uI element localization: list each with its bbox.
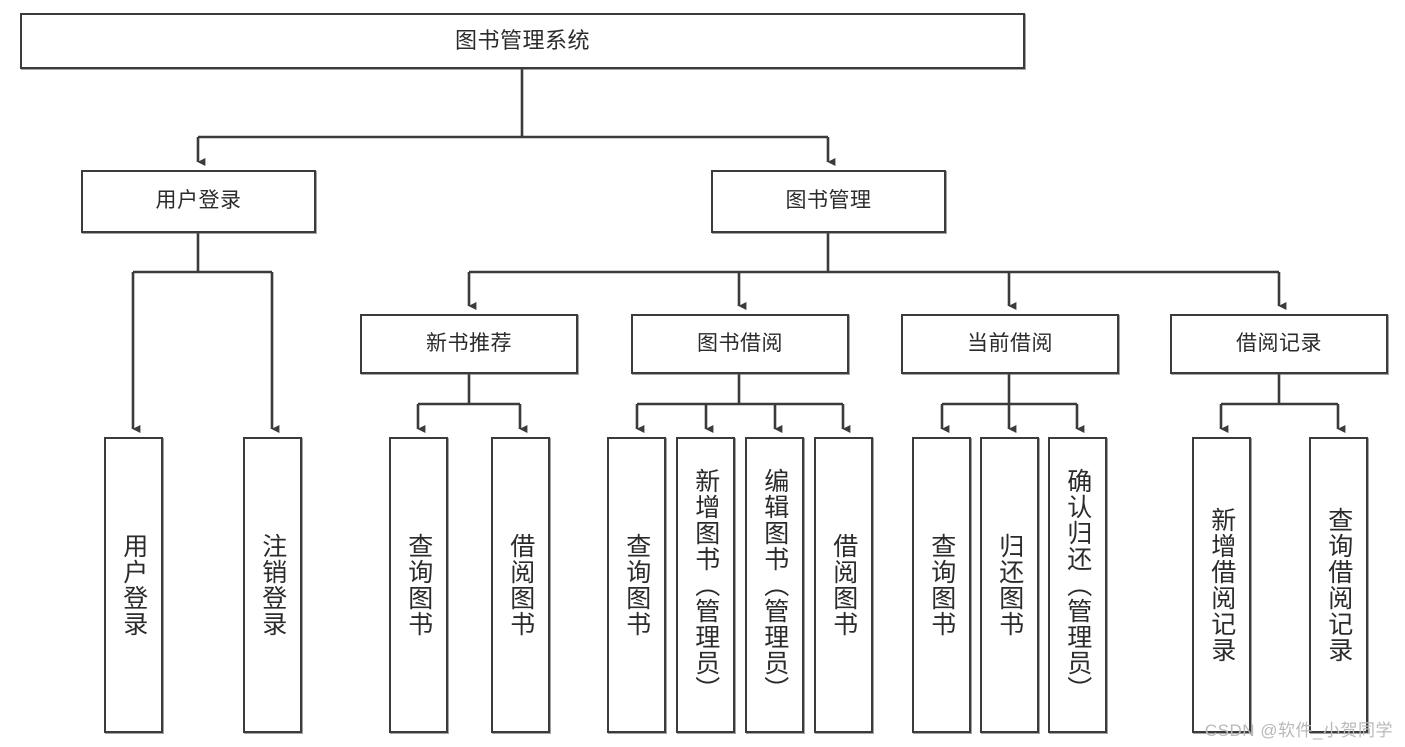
node-label: 查询图书 xyxy=(622,533,651,637)
node-new-book-recommendation[interactable]: 新书推荐 xyxy=(360,314,578,374)
node-label: 注销登录 xyxy=(258,533,287,637)
leaf-return-book[interactable]: 归还图书 xyxy=(980,437,1039,733)
leaf-user-login[interactable]: 用户登录 xyxy=(104,437,163,733)
node-label: 归还图书 xyxy=(995,533,1024,637)
leaf-edit-book-admin[interactable]: 编辑图书（管理员） xyxy=(745,437,804,733)
node-label: 确认归还（管理员） xyxy=(1063,468,1092,702)
node-label: 新增借阅记录 xyxy=(1207,507,1236,663)
leaf-confirm-return-admin[interactable]: 确认归还（管理员） xyxy=(1048,437,1107,733)
node-label: 新书推荐 xyxy=(426,331,512,355)
leaf-query-book-borrow[interactable]: 查询图书 xyxy=(607,437,666,733)
node-book-management[interactable]: 图书管理 xyxy=(711,170,946,233)
node-user-login[interactable]: 用户登录 xyxy=(81,170,316,233)
node-borrowing-record[interactable]: 借阅记录 xyxy=(1170,314,1388,374)
node-root-book-management-system[interactable]: 图书管理系统 xyxy=(20,13,1025,69)
node-label: 借阅图书 xyxy=(506,533,535,637)
node-label: 查询图书 xyxy=(927,533,956,637)
leaf-query-book-current[interactable]: 查询图书 xyxy=(912,437,971,733)
node-label: 查询图书 xyxy=(404,533,433,637)
node-label: 借阅记录 xyxy=(1236,331,1322,355)
node-label: 用户登录 xyxy=(119,533,148,637)
node-label: 图书管理系统 xyxy=(454,28,590,54)
leaf-add-book-admin[interactable]: 新增图书（管理员） xyxy=(676,437,735,733)
leaf-query-book-new-rec[interactable]: 查询图书 xyxy=(389,437,448,733)
node-book-borrowing[interactable]: 图书借阅 xyxy=(631,314,849,374)
node-label: 用户登录 xyxy=(155,189,242,213)
leaf-logout[interactable]: 注销登录 xyxy=(243,437,302,733)
leaf-borrow-book[interactable]: 借阅图书 xyxy=(814,437,873,733)
leaf-query-borrow-record[interactable]: 查询借阅记录 xyxy=(1309,437,1368,733)
node-label: 图书借阅 xyxy=(697,331,783,355)
node-current-borrowing[interactable]: 当前借阅 xyxy=(901,314,1119,374)
node-label: 编辑图书（管理员） xyxy=(760,468,789,702)
node-label: 新增图书（管理员） xyxy=(691,468,720,702)
node-label: 查询借阅记录 xyxy=(1324,507,1353,663)
leaf-add-borrow-record[interactable]: 新增借阅记录 xyxy=(1192,437,1251,733)
csdn-watermark: CSDN @软件_小贺同学 xyxy=(1204,721,1393,740)
node-label: 图书管理 xyxy=(785,189,872,213)
leaf-borrow-book-new-rec[interactable]: 借阅图书 xyxy=(491,437,550,733)
node-label: 当前借阅 xyxy=(967,331,1053,355)
node-label: 借阅图书 xyxy=(829,533,858,637)
